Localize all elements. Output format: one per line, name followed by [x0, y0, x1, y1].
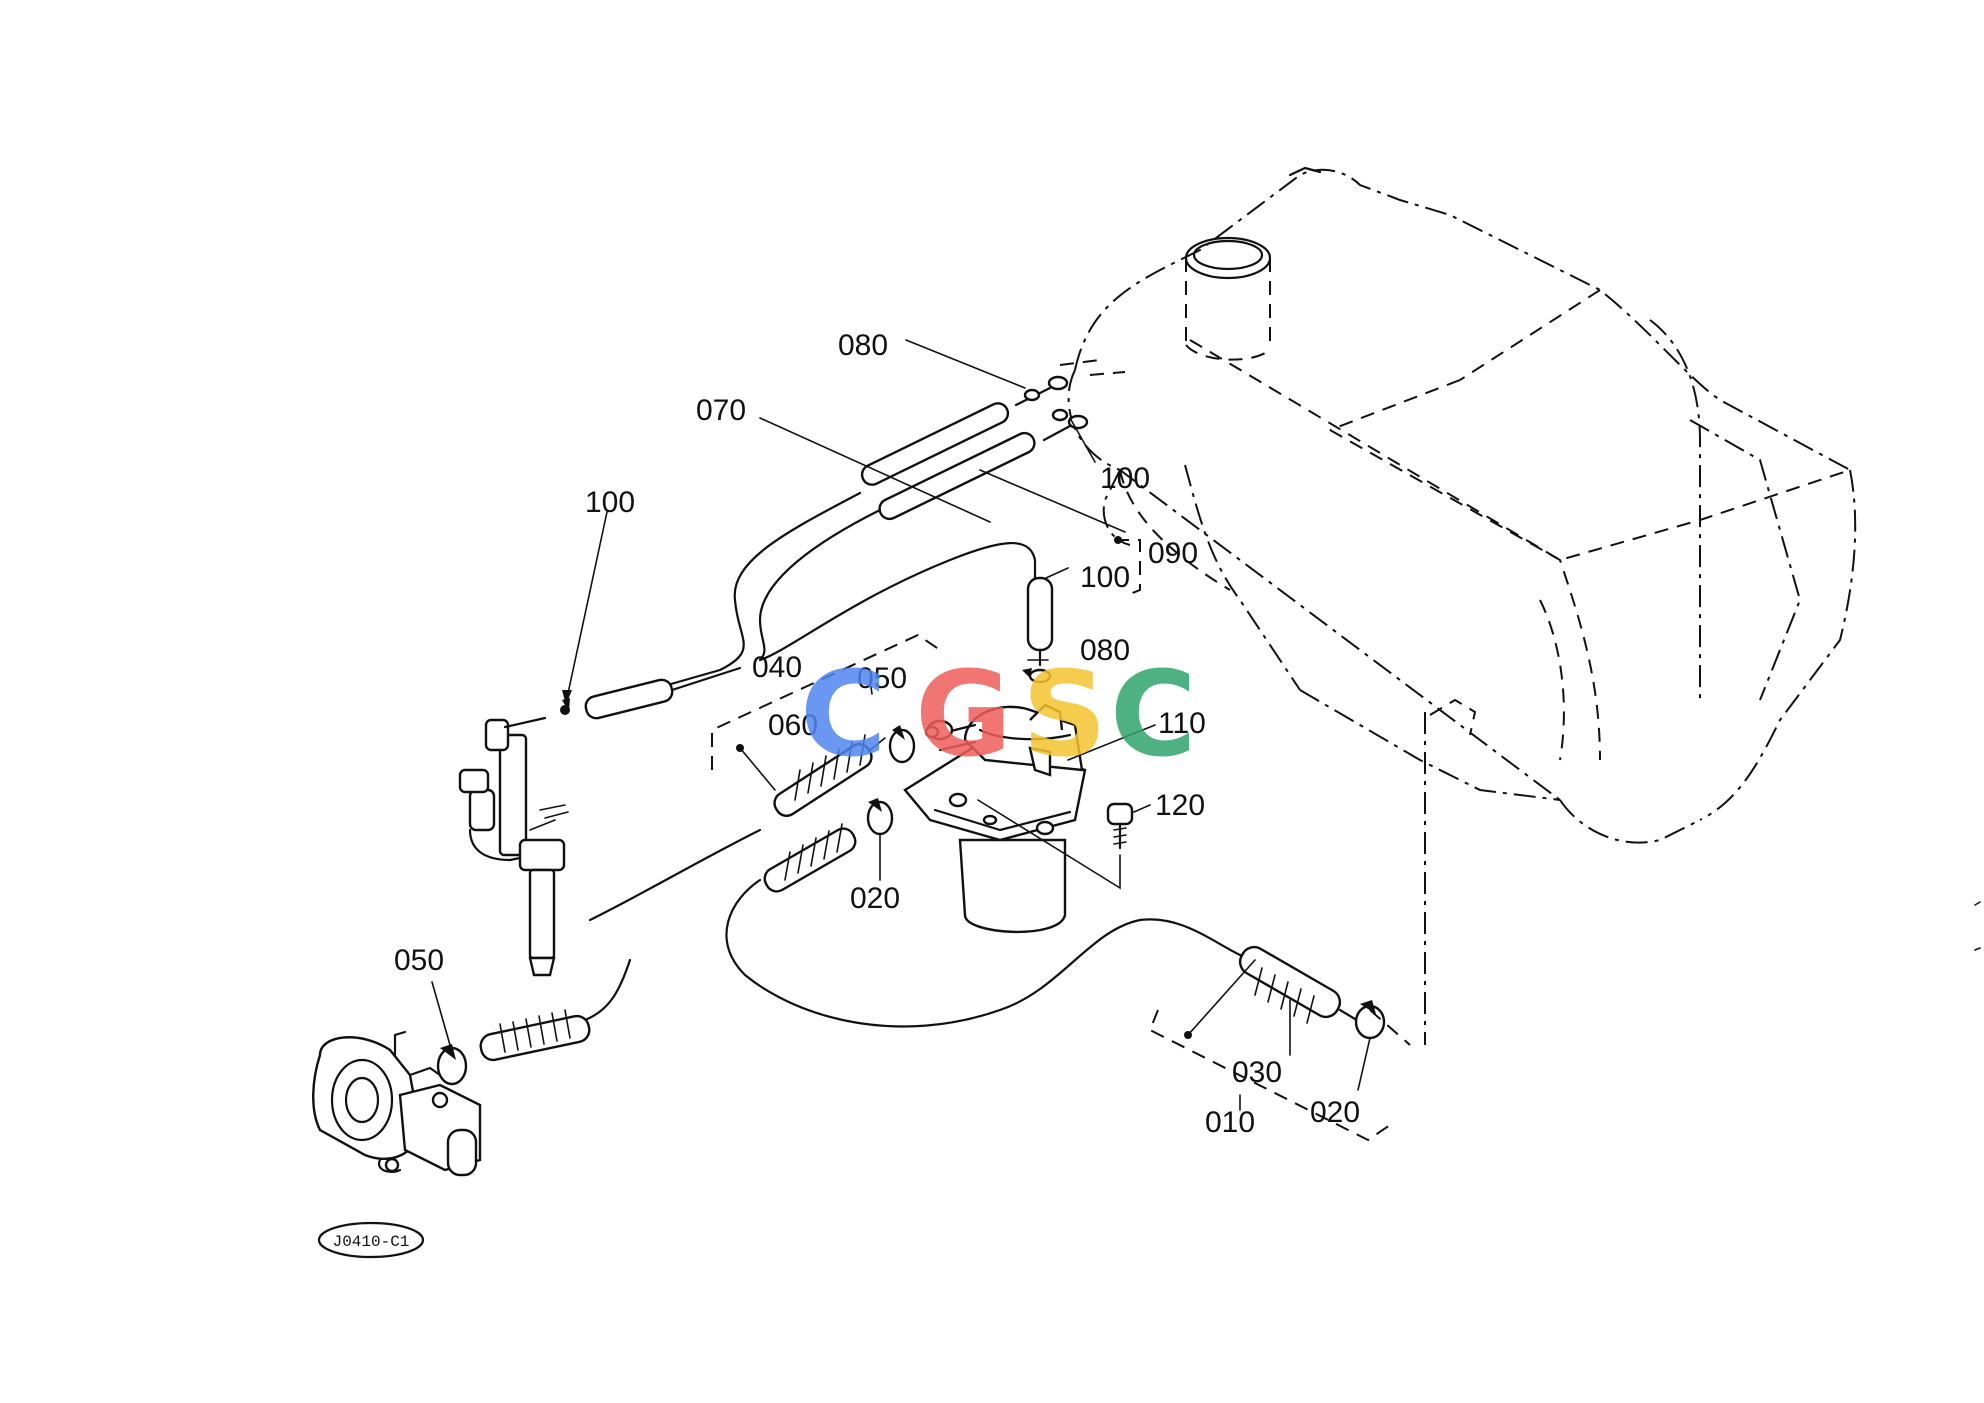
watermark-letter-3: S [1022, 645, 1107, 783]
leak-off-hose [584, 678, 674, 720]
callout-100-tank: 100 [1100, 462, 1150, 495]
injection-nozzle [458, 705, 570, 977]
assembly-brackets [711, 539, 1411, 1142]
fuel-hose-060 [773, 742, 873, 818]
callout-080-top: 080 [838, 329, 888, 362]
callout-050-mid: 050 [857, 662, 907, 695]
watermark-letter-4: C [1110, 645, 1197, 783]
callout-010: 010 [1205, 1106, 1255, 1139]
watermark-letter-2: G [915, 645, 1012, 783]
callout-060: 060 [768, 709, 818, 742]
return-hose-070-b [878, 431, 1036, 521]
watermark-logo: C G S C [800, 645, 1197, 783]
return-hose-070-a [860, 402, 1010, 486]
watermark-letter-1: C [800, 645, 887, 783]
fuel-feed-pump [312, 1030, 482, 1177]
fuel-lines [479, 375, 1362, 1062]
callout-100-mid: 100 [1080, 561, 1130, 594]
fuel-tank [1059, 166, 1857, 1045]
vertical-hose [1026, 576, 1054, 652]
callout-labels: 080 070 100 100 090 100 080 040 050 060 … [394, 329, 1360, 1139]
clamp-020-mid [866, 800, 894, 836]
bleed-screw-120 [1106, 802, 1134, 826]
callout-030: 030 [1232, 1056, 1282, 1089]
drawing-code-stamp: J0410-C1 [317, 1221, 425, 1259]
callout-070: 070 [696, 394, 746, 427]
feed-hose-left [479, 1014, 591, 1062]
clamp-050-mid [888, 728, 916, 764]
filter-hose-lower [763, 827, 857, 893]
leader-lines [431, 339, 1371, 1111]
fuel-filter-assembly [903, 703, 1134, 934]
drawing-code-text: J0410-C1 [333, 1233, 410, 1251]
callout-080-mid: 080 [1080, 634, 1130, 667]
callout-100-left: 100 [585, 486, 635, 519]
callout-020-right: 020 [1310, 1096, 1360, 1129]
clamp-080-top-a [1023, 388, 1041, 402]
clamp-080-top-b [1051, 408, 1069, 422]
fuel-hose-030 [1238, 945, 1342, 1019]
hose-clamps [436, 388, 1386, 1086]
callout-020-mid: 020 [850, 882, 900, 915]
callout-110: 110 [1158, 707, 1206, 740]
callout-050-left: 050 [394, 944, 444, 977]
callout-090: 090 [1148, 537, 1198, 570]
callout-120: 120 [1155, 789, 1205, 822]
callout-040: 040 [752, 651, 802, 684]
